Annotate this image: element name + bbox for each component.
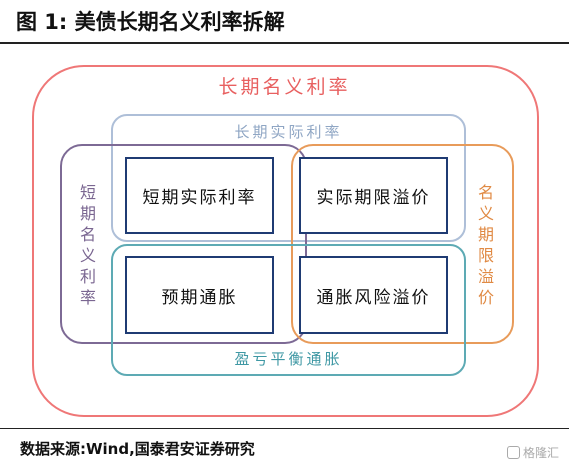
short-rate-label: 短期名义利率 [79, 183, 96, 307]
real-term-premium-cell: 实际期限溢价 [299, 157, 448, 234]
nominal-rate-label: 长期名义利率 [218, 76, 351, 98]
watermark: 格隆汇 [506, 444, 559, 461]
source-note: 数据来源:Wind,国泰君安证券研究 [20, 440, 255, 458]
long-real-rate-frame [111, 114, 466, 242]
figure-title: 图 1: 美债长期名义利率拆解 [16, 10, 285, 34]
term-premium-label: 名义期限溢价 [477, 183, 494, 307]
inflation-risk-premium-cell: 通胀风险溢价 [299, 256, 448, 334]
breakeven-inflation-frame [111, 244, 466, 376]
bottom-rule [0, 428, 569, 429]
nominal-rate-frame [32, 65, 539, 417]
breakeven-inflation-label: 盈亏平衡通胀 [234, 350, 343, 368]
watermark-logo-icon [506, 446, 520, 459]
long-real-rate-label: 长期实际利率 [234, 123, 343, 141]
watermark-text: 格隆汇 [522, 446, 559, 460]
short-real-rate-cell: 短期实际利率 [125, 157, 274, 234]
expected-inflation-cell: 预期通胀 [125, 256, 274, 334]
top-rule [0, 42, 569, 44]
